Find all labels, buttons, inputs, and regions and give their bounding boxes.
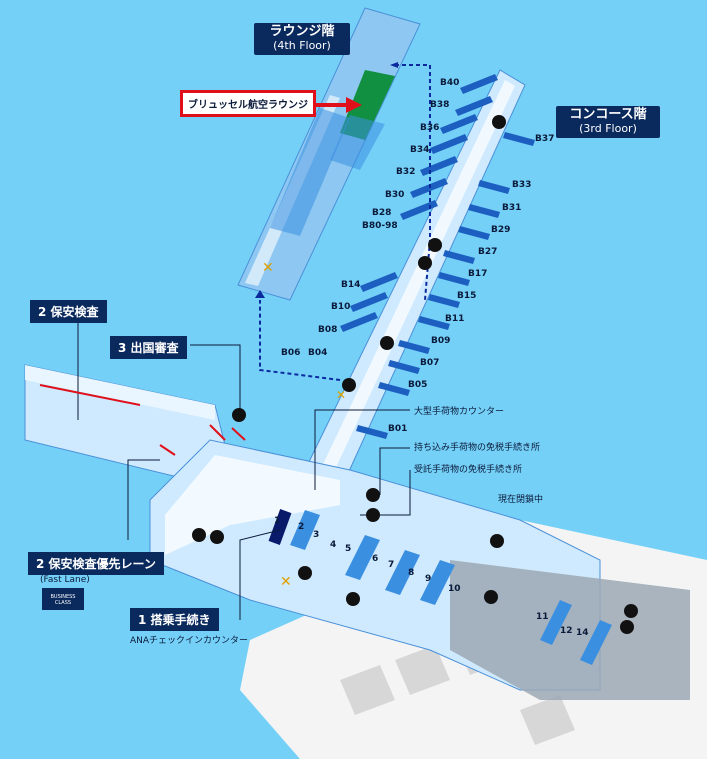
- counter-number: 12: [560, 626, 573, 636]
- gate-label: B38: [430, 100, 450, 110]
- restroom-icon[interactable]: [490, 534, 504, 548]
- counter-number: 4: [330, 540, 337, 550]
- gate-label: B07: [420, 358, 440, 368]
- restroom-icon[interactable]: [484, 590, 498, 604]
- counter-number: 3: [313, 530, 320, 540]
- gate-label: B15: [457, 291, 477, 301]
- restroom-icon[interactable]: [624, 604, 638, 618]
- gate-label: B40: [440, 78, 460, 88]
- concourse-floor-sub: (3rd Floor): [579, 121, 637, 135]
- security-gates: [39, 384, 246, 456]
- checkin-label-group: 1 搭乗手続き ANAチェックインカウンター: [130, 608, 248, 646]
- oversize-baggage-label: 大型手荷物カウンター: [414, 407, 505, 417]
- leader-lines: [77, 318, 411, 620]
- accessible-icon[interactable]: [210, 530, 224, 544]
- gate-label: B14: [341, 280, 361, 290]
- checked-tax-label: 受託手荷物の免税手続き所: [414, 465, 523, 475]
- counter-number: 7: [388, 560, 395, 570]
- fast-lane-step-label: 2 保安検査優先レーン: [28, 552, 164, 575]
- gate-label: B08: [318, 325, 338, 335]
- baby-room-icon[interactable]: [342, 378, 356, 392]
- gate-label: B29: [491, 225, 511, 235]
- gate-label: B37: [535, 134, 555, 144]
- restroom-icon[interactable]: [366, 488, 380, 502]
- exit-cross-icon: ✕: [280, 574, 292, 590]
- counter-number: 2: [298, 522, 305, 532]
- gate-label: B17: [468, 269, 488, 279]
- restroom-icon[interactable]: [192, 528, 206, 542]
- counter-number: 9: [425, 574, 432, 584]
- fast-lane-label-group: 2 保安検査優先レーン (Fast Lane): [28, 552, 164, 585]
- counter-number: 11: [536, 612, 549, 622]
- checkin-sub: ANAチェックインカウンター: [130, 636, 249, 646]
- gate-label: B09: [431, 336, 451, 346]
- exit-cross-icon: ✕: [336, 388, 347, 402]
- lounge-floor-label: ラウンジ階 (4th Floor): [254, 23, 350, 55]
- baby-room-icon[interactable]: [418, 256, 432, 270]
- restroom-icon[interactable]: [380, 336, 394, 350]
- baby-room-icon[interactable]: [298, 566, 312, 580]
- gate-stands-left: [340, 74, 498, 332]
- gate-label: B31: [502, 203, 522, 213]
- counter-number: 1: [274, 516, 281, 526]
- closed-label: 現在閉鎖中: [498, 495, 544, 505]
- counter-number: 14: [576, 628, 589, 638]
- closed-area: [450, 560, 690, 700]
- gate-label: B33: [512, 180, 532, 190]
- restroom-icon[interactable]: [428, 238, 442, 252]
- gate-label: B06: [281, 348, 301, 358]
- badge-text: BUSINESS CLASS: [50, 594, 76, 606]
- concourse-floor-label: コンコース階 (3rd Floor): [556, 106, 660, 138]
- security-step-label: 2 保安検査: [30, 300, 107, 323]
- gate-label: B05: [408, 380, 428, 390]
- gate-label: B04: [308, 348, 328, 358]
- counter-number: 10: [448, 584, 461, 594]
- gate-label: B01: [388, 424, 408, 434]
- gate-stands-right: [356, 132, 535, 439]
- accessible-icon[interactable]: [620, 620, 634, 634]
- gate-label: B30: [385, 190, 405, 200]
- checkin-step-label: 1 搭乗手続き: [130, 608, 219, 631]
- gate-label: B11: [445, 314, 465, 324]
- exit-cross-icon: ✕: [262, 260, 274, 276]
- gate-label: B28: [372, 208, 392, 218]
- carry-on-tax-label: 持ち込み手荷物の免税手続き所: [414, 443, 541, 453]
- gate-label: B10: [331, 302, 351, 312]
- counter-number: 8: [408, 568, 415, 578]
- lounge-floor-title: ラウンジ階: [269, 24, 335, 39]
- counter-bars: [290, 510, 612, 665]
- gate-label: B80-98: [362, 221, 398, 231]
- concourse-floor-title: コンコース階: [569, 107, 647, 122]
- counter-number: 6: [372, 554, 379, 564]
- lounge-callout[interactable]: ブリュッセル航空ラウンジ: [180, 90, 316, 117]
- restroom-icon[interactable]: [492, 115, 506, 129]
- gate-label: B27: [478, 247, 498, 257]
- gate-label: B34: [410, 145, 430, 155]
- route-to-lounge: [259, 64, 431, 381]
- business-class-badge: BUSINESS CLASS: [42, 588, 84, 610]
- gate-label: B32: [396, 167, 416, 177]
- fast-lane-sub: (Fast Lane): [40, 575, 90, 585]
- restroom-icon[interactable]: [232, 408, 246, 422]
- counter-number: 5: [345, 544, 352, 554]
- restroom-icon[interactable]: [366, 508, 380, 522]
- gate-label: B36: [420, 123, 440, 133]
- lounge-floor-sub: (4th Floor): [273, 38, 331, 52]
- baby-room-icon[interactable]: [346, 592, 360, 606]
- immigration-step-label: 3 出国審査: [110, 336, 187, 359]
